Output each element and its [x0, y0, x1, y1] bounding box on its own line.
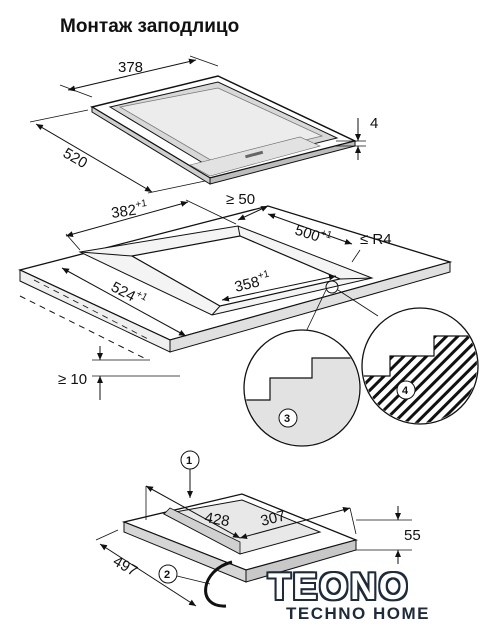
callout-3: 3	[284, 413, 290, 425]
callout-1: 1	[186, 455, 192, 467]
detail-4: 4	[361, 307, 479, 425]
callout-4: 4	[402, 385, 409, 397]
callout-2: 2	[164, 569, 170, 581]
dim-520: 520	[60, 145, 90, 172]
dim-428: 428	[203, 509, 231, 530]
dim-ge50: ≥ 50	[226, 191, 255, 208]
dim-497: 497	[110, 553, 140, 580]
detail-3: 3	[243, 329, 361, 447]
dim-307: 307	[259, 507, 287, 530]
dim-ge10: ≥ 10	[58, 371, 87, 388]
dim-378: 378	[118, 59, 143, 76]
dim-382: 382+1	[110, 198, 149, 222]
dim-4: 4	[370, 115, 378, 132]
logo-tagline: TECHNO HOME	[286, 604, 430, 623]
brand-logo: TEONO TECHNO HOME	[268, 568, 448, 624]
dim-358: 358+1	[232, 269, 272, 296]
cooktop-drawing	[90, 75, 358, 185]
page-title: Монтаж заподлицо	[60, 16, 240, 37]
dim-55: 55	[404, 527, 421, 544]
dim-r4: ≤ R4	[360, 231, 392, 248]
logo-wordmark: TEONO	[268, 568, 448, 606]
dim-500: 500+1	[293, 220, 334, 249]
